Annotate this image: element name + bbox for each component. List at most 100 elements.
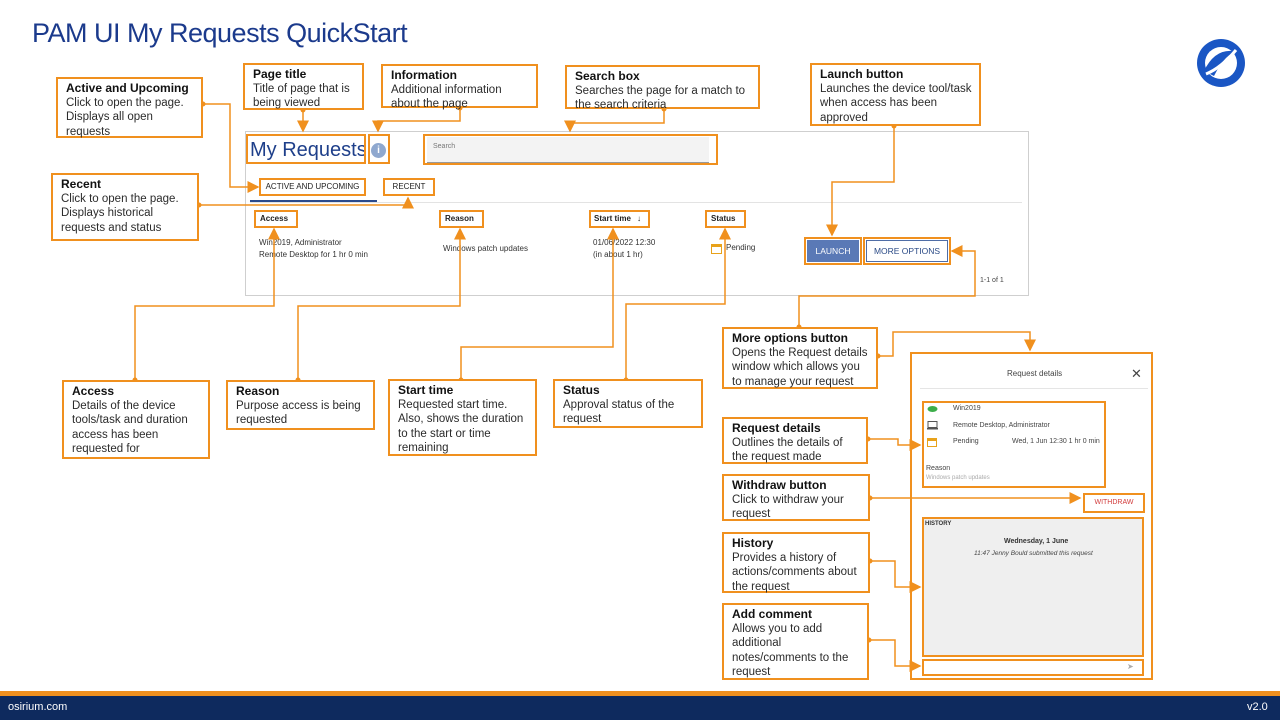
callout-body: Click to open the page. Displays histori… [61, 192, 179, 234]
callout-heading: Launch button [820, 67, 904, 81]
callout-heading: Access [72, 384, 115, 398]
column-access: Access [254, 210, 298, 228]
row-reason: Windows patch updates [443, 244, 528, 253]
callout-recent: Recent Click to open the page. Displays … [51, 173, 199, 241]
my-requests-title: My Requests [250, 139, 367, 161]
callout-body: Outlines the details of the request made [732, 436, 843, 464]
footer [0, 696, 1280, 720]
history-entry: 11:47 Jenny Bould submitted this request [974, 550, 1093, 557]
callout-heading: Page title [253, 67, 307, 81]
callout-heading: Add comment [732, 607, 813, 621]
active-tab-indicator [250, 200, 377, 202]
callout-page-title: Page title Title of page that is being v… [243, 63, 364, 110]
detail-tool: Remote Desktop, Administrator [953, 422, 1050, 429]
callout-body: Launches the device tool/task when acces… [820, 82, 972, 124]
history-date: Wednesday, 1 June [1004, 538, 1069, 545]
info-icon[interactable]: i [371, 143, 386, 158]
row-start-line2: (in about 1 hr) [593, 250, 643, 259]
osirium-logo [1197, 39, 1245, 87]
callout-start-time: Start time Requested start time. Also, s… [388, 379, 537, 456]
callout-heading: Information [391, 68, 457, 82]
callout-history: History Provides a history of actions/co… [722, 532, 870, 593]
more-options-highlight [863, 237, 951, 265]
callout-heading: Search box [575, 69, 640, 83]
panel-header-divider [920, 388, 1148, 389]
page-title-highlight [246, 134, 366, 164]
callout-more-options: More options button Opens the Request de… [722, 327, 878, 389]
callout-access: Access Details of the device tools/task … [62, 380, 210, 459]
tab-recent[interactable]: RECENT [383, 178, 435, 196]
history-section [922, 517, 1144, 657]
callout-launch-button: Launch button Launches the device tool/t… [810, 63, 981, 126]
detail-reason-label: Reason [926, 465, 951, 472]
callout-body: Title of page that is being viewed [253, 82, 350, 110]
callout-heading: History [732, 536, 774, 550]
request-details-title: Request details [1007, 369, 1063, 378]
row-access-line1: Win2019, Administrator [259, 238, 342, 247]
callout-active-upcoming: Active and Upcoming Click to open the pa… [56, 77, 203, 138]
callout-withdraw: Withdraw button Click to withdraw your r… [722, 474, 870, 521]
callout-search-box: Search box Searches the page for a match… [565, 65, 760, 111]
callout-body: Click to withdraw your request [732, 493, 844, 521]
column-start-time[interactable]: Start time [594, 214, 631, 223]
callout-body: Provides a history of actions/comments a… [732, 551, 857, 593]
tab-active-upcoming[interactable]: ACTIVE AND UPCOMING [259, 178, 366, 196]
column-reason: Reason [439, 210, 484, 228]
callout-heading: Status [563, 383, 600, 397]
row-start-line1: 01/06/2022 12:30 [593, 238, 656, 247]
launch-highlight [804, 237, 862, 265]
callout-heading: Withdraw button [732, 478, 827, 492]
more-options-button[interactable]: MORE OPTIONS [866, 240, 948, 262]
column-status: Status [705, 210, 746, 228]
callout-status: Status Approval status of the request [553, 379, 703, 428]
search-highlight [423, 134, 718, 165]
detail-when: Wed, 1 Jun 12:30 1 hr 0 min [1012, 438, 1100, 445]
callout-heading: More options button [732, 331, 848, 345]
computer-icon [927, 421, 938, 430]
tab-divider [250, 202, 1022, 203]
sort-down-icon[interactable]: ↓ [637, 214, 641, 223]
callout-body: Searches the page for a match to the sea… [575, 84, 746, 112]
callout-heading: Active and Upcoming [66, 81, 189, 95]
device-icon [927, 406, 938, 412]
add-comment-input[interactable] [922, 659, 1144, 676]
callout-reason: Reason Purpose access is being requested [226, 380, 375, 430]
search-input[interactable]: Search [427, 137, 709, 163]
callout-heading: Start time [398, 383, 454, 397]
withdraw-button[interactable]: WITHDRAW [1083, 493, 1145, 513]
close-icon[interactable]: ✕ [1131, 366, 1142, 381]
callout-add-comment: Add comment Allows you to add additional… [722, 603, 869, 680]
calendar-icon [711, 244, 722, 254]
callout-body: Click to open the page. Displays all ope… [66, 96, 184, 138]
info-highlight [368, 134, 390, 164]
callout-body: Requested start time. Also, shows the du… [398, 398, 524, 455]
launch-button[interactable]: LAUNCH [807, 240, 859, 262]
callout-body: Additional information about the page [391, 83, 502, 111]
column-start-time-box: Start time ↓ [589, 210, 650, 228]
request-details-box [922, 401, 1106, 488]
callout-heading: Reason [236, 384, 280, 398]
callout-body: Allows you to add additional notes/comme… [732, 622, 849, 679]
callout-heading: Request details [732, 421, 821, 435]
callout-request-details: Request details Outlines the details of … [722, 417, 868, 464]
calendar-icon [927, 438, 937, 447]
callout-body: Opens the Request details window which a… [732, 346, 868, 388]
callout-body: Details of the device tools/task and dur… [72, 399, 188, 456]
detail-device: Win2019 [953, 405, 981, 412]
footer-version: v2.0 [1247, 701, 1268, 713]
callout-body: Purpose access is being requested [236, 399, 361, 427]
page-title: PAM UI My Requests QuickStart [32, 18, 408, 48]
pagination-text: 1-1 of 1 [980, 277, 1004, 284]
callout-heading: Recent [61, 177, 102, 191]
footer-accent-bar [0, 691, 1280, 696]
callout-information: Information Additional information about… [381, 64, 538, 110]
row-access-line2: Remote Desktop for 1 hr 0 min [259, 250, 368, 259]
detail-reason-value: Windows patch updates [926, 475, 990, 481]
footer-website[interactable]: osirium.com [8, 701, 68, 713]
history-label: HISTORY [925, 521, 952, 527]
callout-body: Approval status of the request [563, 398, 675, 426]
row-status: Pending [726, 243, 756, 252]
detail-status: Pending [953, 438, 979, 445]
send-icon[interactable]: ➤ [1127, 662, 1134, 671]
